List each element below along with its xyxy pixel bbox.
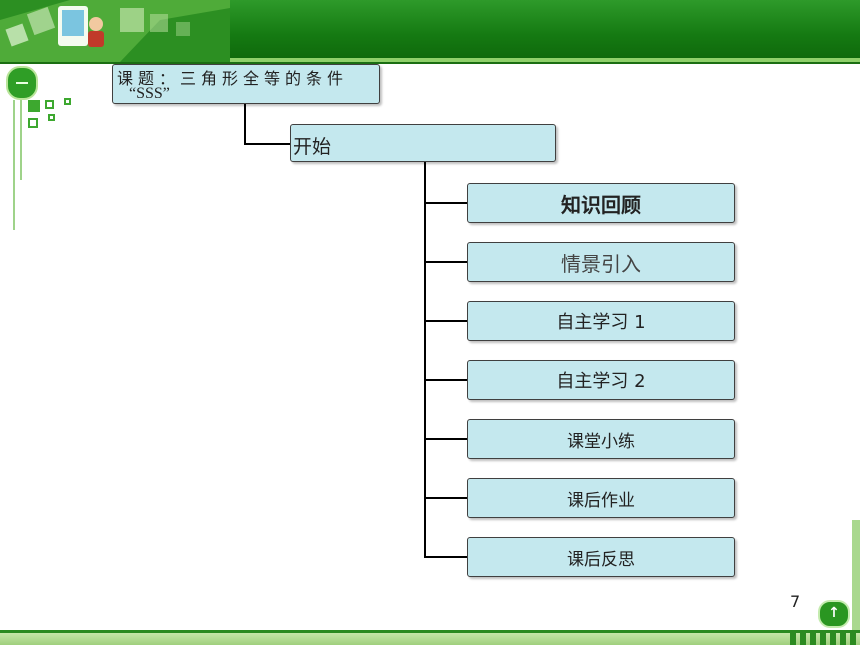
connector-branch xyxy=(424,202,467,204)
right-decoration-bar xyxy=(852,520,860,630)
decoration-square-icon xyxy=(45,100,54,109)
item-class-practice[interactable]: 课堂小练 xyxy=(467,419,735,459)
connector-root-vertical xyxy=(244,104,246,144)
decoration-square-icon xyxy=(48,114,55,121)
item-label: 情景引入 xyxy=(561,251,641,276)
left-decoration-line xyxy=(20,100,22,180)
decoration-square-icon xyxy=(28,118,38,128)
item-self-study-1[interactable]: 自主学习 1 xyxy=(467,301,735,341)
item-label: 课堂小练 xyxy=(567,431,635,452)
connector-trunk xyxy=(424,162,426,557)
decoration-square-icon xyxy=(64,98,71,105)
item-label: 自主学习 2 xyxy=(556,371,646,392)
page-number: 7 xyxy=(790,592,801,611)
connector-branch xyxy=(424,320,467,322)
start-node[interactable]: 开始 xyxy=(290,124,556,162)
item-label: 课后作业 xyxy=(567,490,635,511)
banner-accent-line xyxy=(0,58,860,62)
up-arrow-icon[interactable]: ↑ xyxy=(818,600,850,628)
connector-branch xyxy=(424,497,467,499)
item-self-study-2[interactable]: 自主学习 2 xyxy=(467,360,735,400)
decoration-square-icon xyxy=(28,100,40,112)
connector-branch xyxy=(424,261,467,263)
item-homework[interactable]: 课后作业 xyxy=(467,478,735,518)
bottom-bar xyxy=(0,633,860,645)
item-label: 知识回顾 xyxy=(561,192,641,217)
minus-pill-icon xyxy=(6,66,38,100)
item-knowledge-review[interactable]: 知识回顾 xyxy=(467,183,735,223)
root-node: 课题：三角形全等的条件 “SSS” xyxy=(112,64,380,104)
start-node-label: 开始 xyxy=(293,136,332,158)
connector-branch xyxy=(424,379,467,381)
banner-dark-line xyxy=(0,62,860,64)
banner-decoration-image xyxy=(0,0,230,62)
connector-root-horizontal xyxy=(244,143,290,145)
left-decoration-line xyxy=(13,100,15,230)
root-node-title: 课题：三角形全等的条件 xyxy=(117,69,349,88)
item-reflection[interactable]: 课后反思 xyxy=(467,537,735,577)
connector-branch xyxy=(424,556,467,558)
item-label: 自主学习 1 xyxy=(556,312,646,333)
item-scenario-intro[interactable]: 情景引入 xyxy=(467,242,735,282)
bottom-line xyxy=(0,630,860,633)
item-label: 课后反思 xyxy=(567,549,635,570)
connector-branch xyxy=(424,438,467,440)
bottom-decoration-pattern xyxy=(790,633,860,645)
root-node-subtitle: “SSS” xyxy=(129,85,170,102)
